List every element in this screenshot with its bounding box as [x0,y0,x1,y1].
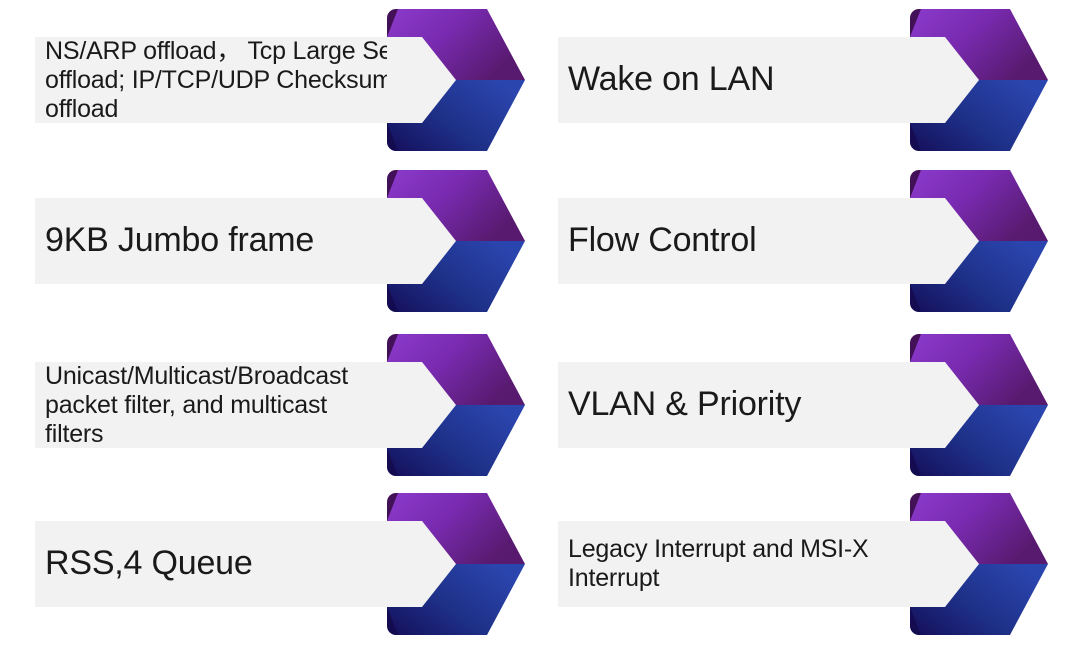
chevron-arrow-icon [387,170,525,312]
chevron-arrow-icon [910,170,1048,312]
feature-item-legacy-interrupt: Legacy Interrupt and MSI-X Interrupt [558,493,1050,635]
chevron-arrow-icon [910,334,1048,476]
feature-bar: Legacy Interrupt and MSI-X Interrupt [558,521,910,607]
feature-item-rss-queue: RSS,4 Queue [35,493,527,635]
chevron-arrow-icon [387,9,525,151]
chevron-arrow-icon [910,493,1048,635]
feature-label: RSS,4 Queue [45,544,253,583]
feature-item-jumbo-frame: 9KB Jumbo frame [35,170,527,312]
feature-bar: Unicast/Multicast/Broadcast packet filte… [35,362,387,448]
feature-label: VLAN & Priority [568,385,802,424]
feature-item-offload: NS/ARP offload， Tcp Large Send offload; … [35,9,527,151]
feature-item-vlan-priority: VLAN & Priority [558,334,1050,476]
feature-label: Legacy Interrupt and MSI-X Interrupt [568,535,869,592]
feature-bar: VLAN & Priority [558,362,910,448]
feature-bar: 9KB Jumbo frame [35,198,387,284]
chevron-arrow-icon [910,9,1048,151]
chevron-arrow-icon [387,493,525,635]
feature-label: Flow Control [568,221,757,260]
feature-label: 9KB Jumbo frame [45,221,315,260]
chevron-arrow-icon [387,334,525,476]
feature-bar: Flow Control [558,198,910,284]
feature-label: Unicast/Multicast/Broadcast packet filte… [45,361,349,448]
feature-item-packet-filter: Unicast/Multicast/Broadcast packet filte… [35,334,527,476]
feature-label: NS/ARP offload， Tcp Large Send offload; … [45,36,420,123]
feature-bar: NS/ARP offload， Tcp Large Send offload; … [35,37,420,123]
feature-item-wake-on-lan: Wake on LAN [558,9,1050,151]
feature-bar: Wake on LAN [558,37,910,123]
feature-item-flow-control: Flow Control [558,170,1050,312]
feature-label: Wake on LAN [568,60,775,99]
feature-bar: RSS,4 Queue [35,521,387,607]
